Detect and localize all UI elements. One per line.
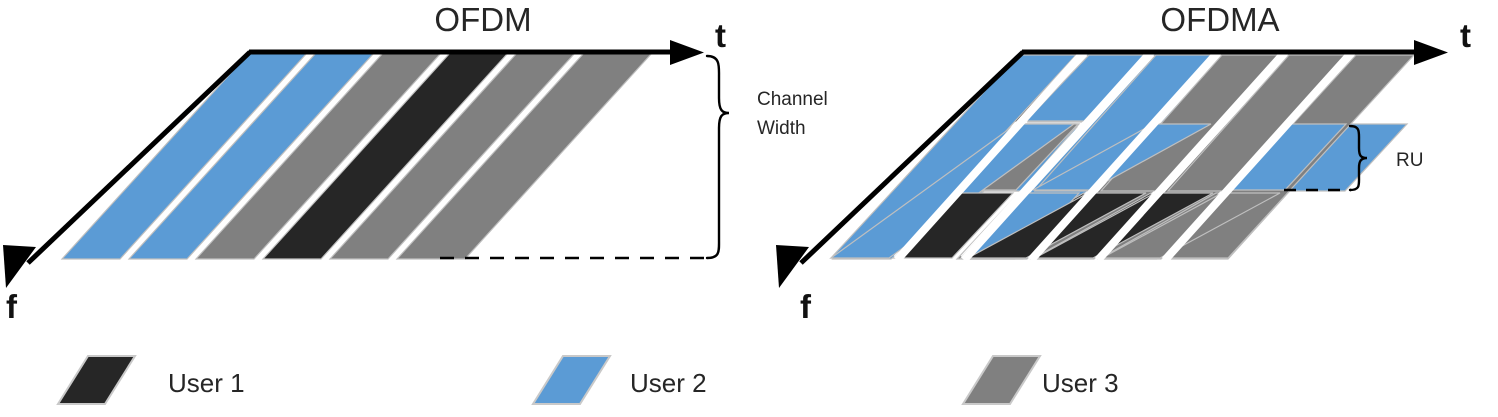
- ofdma-time-axis-arrowhead: [1414, 40, 1448, 65]
- ru-c1-r23b-user2: [829, 123, 1076, 259]
- panel-ofdm: OFDM t f: [3, 1, 828, 325]
- ru-label: RU: [1396, 150, 1423, 171]
- channel-width-label-line2: Width: [757, 118, 806, 139]
- ofdma-seam-top-3: [1028, 49, 1221, 263]
- legend-label-user3: User 3: [1042, 368, 1119, 398]
- panel-title-ofdm: OFDM: [434, 1, 531, 38]
- legend-swatch-user2: [531, 355, 612, 405]
- ofdma-grid: [829, 49, 1417, 263]
- ofdm-channel-width-brace: [705, 54, 730, 260]
- ofdm-freq-axis-arrowhead: [3, 245, 36, 288]
- ofdma-column-seams-top: [894, 49, 1355, 263]
- ofdma-time-axis-label: t: [1460, 17, 1471, 54]
- legend-item-user2[interactable]: User 2: [531, 355, 707, 405]
- legend-item-user3[interactable]: User 3: [961, 355, 1119, 405]
- panel-title-ofdma: OFDMA: [1160, 1, 1279, 38]
- ofdma-seam-top-2: [961, 49, 1154, 263]
- ofdma-freq-axis-label: f: [800, 288, 812, 325]
- ofdma-seam-top-5: [1162, 49, 1355, 263]
- legend-item-user1[interactable]: User 1: [56, 355, 245, 405]
- ofdm-time-axis-arrowhead: [670, 40, 704, 65]
- legend-swatch-user1: [56, 355, 137, 405]
- ofdma-freq-axis: f: [776, 50, 1025, 325]
- ofdma-freq-axis-arrowhead: [776, 245, 809, 288]
- ofdm-grid: [60, 52, 654, 260]
- ofdm-freq-axis-label: f: [6, 288, 18, 325]
- ofdm-time-axis: t: [249, 17, 726, 65]
- legend-swatch-user3: [961, 355, 1042, 405]
- ru-brace: [1348, 124, 1368, 192]
- legend-label-user1: User 1: [168, 368, 245, 398]
- ofdma-freq-axis-line: [799, 50, 1025, 265]
- channel-width-label-line1: Channel: [757, 89, 828, 110]
- ofdma-time-axis: t: [1022, 17, 1471, 65]
- ofdma-seam-top-1: [894, 49, 1087, 263]
- legend: User 1 User 2 User 3: [56, 355, 1119, 405]
- ofdm-freq-axis: f: [3, 50, 252, 325]
- legend-label-user2: User 2: [630, 368, 707, 398]
- panel-ofdma: OFDMA: [776, 1, 1471, 325]
- ofdm-freq-axis-line: [26, 50, 252, 265]
- ofdma-seam-top-4: [1095, 49, 1288, 263]
- ofdm-time-axis-label: t: [715, 17, 726, 54]
